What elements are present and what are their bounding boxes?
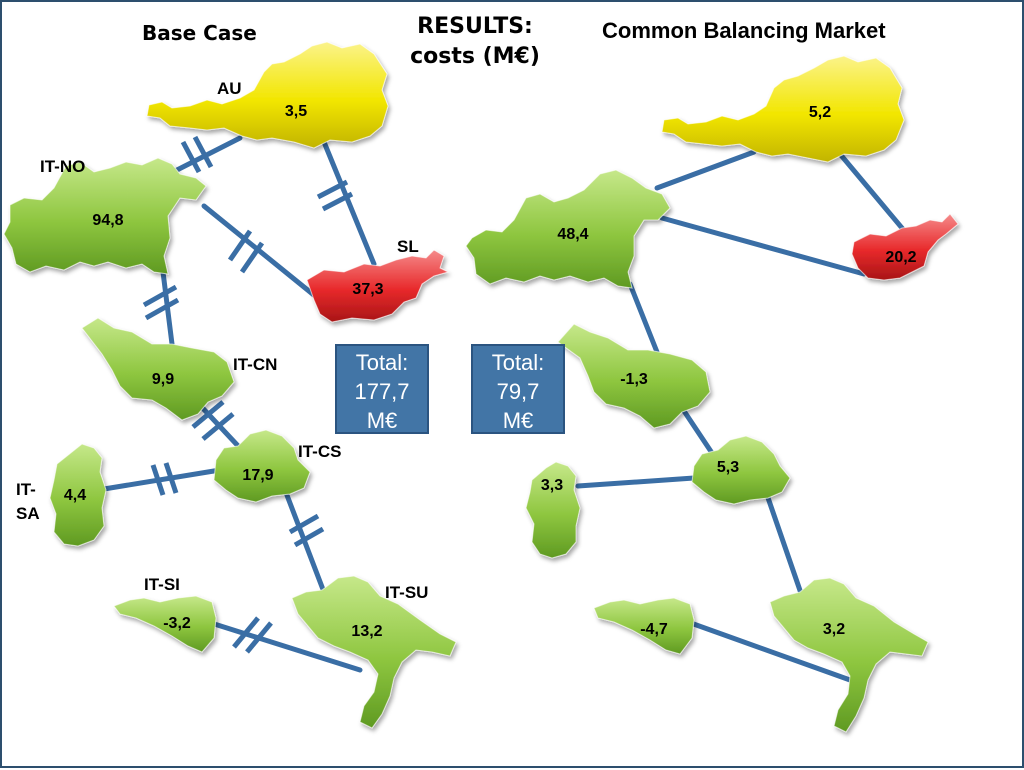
link-itsi-itsu [205,619,363,673]
congestion-markers [142,135,354,654]
base-value-itcn: 9,9 [151,371,175,388]
common-links [575,149,910,683]
zone-label-itcs: IT-CS [298,442,342,461]
common-value-itcs: 5,3 [716,459,740,476]
base-value-itsa: 4,4 [63,487,87,504]
region-itcn-base [81,317,235,421]
zone-label-itsa-2: SA [16,504,40,523]
link-itsa-itcs-cm [575,475,697,489]
common-value-sl: 20,2 [885,249,917,266]
region-sl-common [851,213,959,281]
common-value-au: 5,2 [808,104,832,121]
zone-label-sl: SL [397,237,419,256]
region-itsu-base [291,575,457,729]
common-value-itsi: -4,7 [640,621,668,638]
base-total-label: Total: [355,350,409,375]
region-itcs-base [213,429,311,503]
common-value-itno: 48,4 [557,226,589,243]
common-value-itsu: 3,2 [822,621,846,638]
base-total-value: 177,7 [354,379,410,404]
region-sl-base [306,249,450,323]
zone-label-itcn: IT-CN [233,355,278,374]
region-itno-common [465,169,671,289]
common-market-title: Common Balancing Market [602,18,886,43]
base-value-itcs: 17,9 [242,467,274,484]
region-itcn-common [557,323,711,429]
results-title-line1: RESULTS: [417,14,533,39]
region-au-base [146,41,389,149]
region-itsa-common [525,461,581,559]
base-value-itsu: 13,2 [351,623,383,640]
common-total-label: Total: [491,350,545,375]
region-itcs-common [691,435,791,505]
link-au-sl-cm [837,151,910,237]
link-itsi-itsu-cm [685,619,853,683]
base-value-au: 3,5 [284,103,308,120]
base-case-title: Base Case [142,21,257,45]
common-total-value: 79,7 [496,379,540,404]
link-itno-itcn-cm [627,281,660,355]
base-value-itno: 94,8 [92,212,124,229]
region-itsi-common [593,597,695,655]
region-itno-base [3,157,207,275]
zone-label-itsi: IT-SI [144,575,180,594]
region-au-common [661,55,905,163]
common-value-itsa: 3,3 [540,477,564,494]
link-itcs-itsu-cm [763,489,807,605]
link-au-itno [174,135,243,173]
zone-label-itno: IT-NO [40,157,86,176]
link-au-itno-cm [654,149,757,191]
zone-label-au: AU [217,79,242,98]
results-title-line2: costs (M€) [410,44,540,69]
common-value-itcn: -1,3 [620,371,648,388]
results-title: RESULTS: costs (M€) [402,12,548,72]
region-itsu-common [769,577,929,733]
base-total-unit: M€ [366,408,398,433]
base-total-box: Total: 177,7 M€ [335,344,429,434]
zone-label-itsu: IT-SU [385,583,429,602]
region-itsa-base [49,443,107,547]
common-total-unit: M€ [502,408,534,433]
base-value-sl: 37,3 [352,281,384,298]
base-value-itsi: -3,2 [163,615,191,632]
zone-label-itsa-1: IT- [16,480,36,499]
link-au-sl [321,139,377,267]
region-itsi-base [113,595,217,653]
link-itno-sl-cm [659,215,867,277]
common-total-box: Total: 79,7 M€ [471,344,565,434]
link-itcs-itsu [282,487,330,603]
link-itsa-itcs [101,467,223,492]
link-itno-sl [201,203,323,303]
